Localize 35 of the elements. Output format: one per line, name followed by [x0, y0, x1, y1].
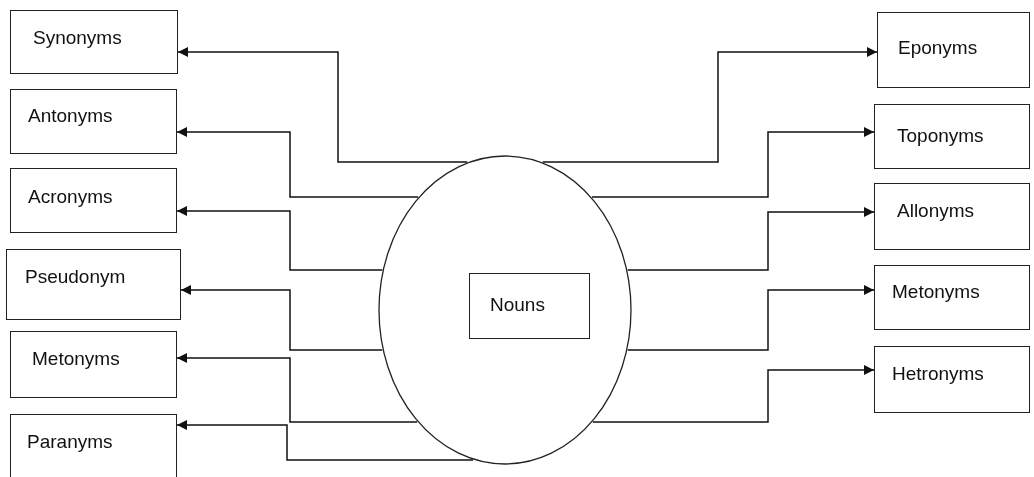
term-box [874, 346, 1030, 413]
arrow [176, 353, 418, 423]
arrow [176, 206, 384, 271]
arrow [542, 47, 878, 163]
arrow [626, 207, 875, 271]
term-box [877, 12, 1030, 88]
term-label: Acronyms [28, 186, 113, 208]
arrow [626, 285, 875, 351]
arrow [180, 285, 384, 351]
term-box [874, 265, 1030, 330]
term-box [469, 273, 590, 339]
term-box [10, 168, 177, 233]
term-box [10, 89, 177, 154]
term-label: Hetronyms [892, 363, 984, 385]
term-box [874, 104, 1030, 169]
arrow [176, 127, 419, 198]
term-label: Antonyms [28, 105, 113, 127]
term-label: Nouns [490, 294, 545, 316]
term-label: Pseudonym [25, 266, 126, 288]
term-label: Metonyms [32, 348, 120, 370]
arrow [177, 47, 468, 163]
term-box [10, 10, 178, 74]
term-label: Toponyms [897, 125, 984, 147]
arrow [592, 365, 875, 423]
arrow [176, 420, 474, 461]
term-box [6, 249, 181, 320]
term-label: Allonyms [897, 200, 975, 222]
term-label: Synonyms [33, 27, 122, 49]
term-label: Eponyms [898, 37, 978, 59]
term-label: Paranyms [27, 431, 113, 453]
term-box [10, 331, 177, 398]
term-box [874, 183, 1030, 250]
arrow [591, 127, 875, 198]
term-label: Metonyms [892, 281, 980, 303]
term-box [10, 414, 177, 477]
